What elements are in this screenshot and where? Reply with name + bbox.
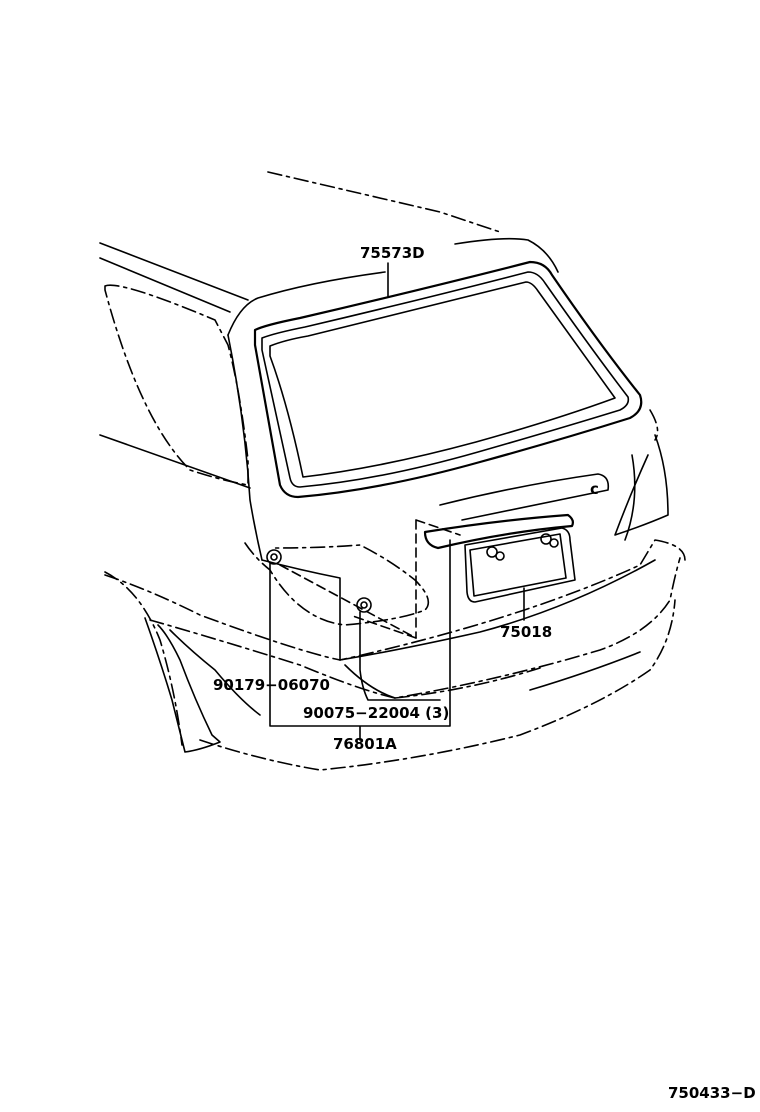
fastener-dash-line [279, 564, 417, 639]
roof-upper-edge [227, 271, 386, 336]
plate-lamp-right [540, 533, 552, 545]
license-garnish-strip [423, 513, 574, 550]
wheel-arch [104, 571, 183, 746]
diagram-code: 750433−D [668, 1084, 756, 1102]
label-75573D: 75573D [360, 244, 425, 262]
leader-bracket-76801A [269, 539, 451, 741]
side-body-line [99, 434, 251, 489]
rear-glass-outer [253, 260, 643, 499]
tail-lamp-left [244, 542, 430, 626]
bumper-step [339, 559, 656, 661]
bumper-side-lower [169, 629, 261, 716]
emblem-letter: c [590, 480, 599, 498]
bumper-groove-2 [394, 667, 541, 699]
fastener-90179 [266, 549, 282, 565]
leader-90179 [359, 611, 441, 701]
hatch-lower-edge [261, 559, 341, 661]
roof-curve [454, 237, 559, 273]
rear-glass-inner [261, 271, 630, 488]
upper-garnish [439, 473, 610, 521]
bumper-mid [149, 557, 681, 699]
plate-lamp-right-b [549, 538, 559, 548]
rear-pillar [227, 334, 263, 561]
side-roof-rail [99, 242, 249, 301]
bumper-lower [199, 599, 676, 771]
bumper-top [104, 539, 686, 661]
roof-outline [267, 171, 501, 233]
hatch-lower-right [624, 454, 636, 541]
plate-lamp-left [486, 546, 498, 558]
side-window [104, 284, 249, 486]
plate-lamp-left-b [495, 551, 505, 561]
label-76801A: 76801A [333, 735, 397, 753]
label-90075-22004: 90075−22004 (3) [303, 704, 449, 722]
rear-glass-glass [269, 281, 616, 478]
side-roof-rail-2 [99, 257, 231, 313]
label-75018: 75018 [500, 623, 552, 641]
bumper-inner-step [344, 664, 396, 699]
fastener-90075-inner [360, 601, 368, 609]
mud-guard [144, 617, 221, 753]
license-plate-recess [464, 527, 576, 603]
hatch-right-edge [649, 409, 659, 441]
bumper-groove [529, 651, 641, 691]
license-plate-recess-inner [469, 533, 567, 597]
tail-lamp-right [614, 434, 669, 536]
garnish-boundary [349, 519, 461, 639]
fastener-90179-inner [270, 553, 278, 561]
label-90179-06070: 90179−06070 [213, 676, 330, 694]
fastener-90075 [356, 597, 372, 613]
